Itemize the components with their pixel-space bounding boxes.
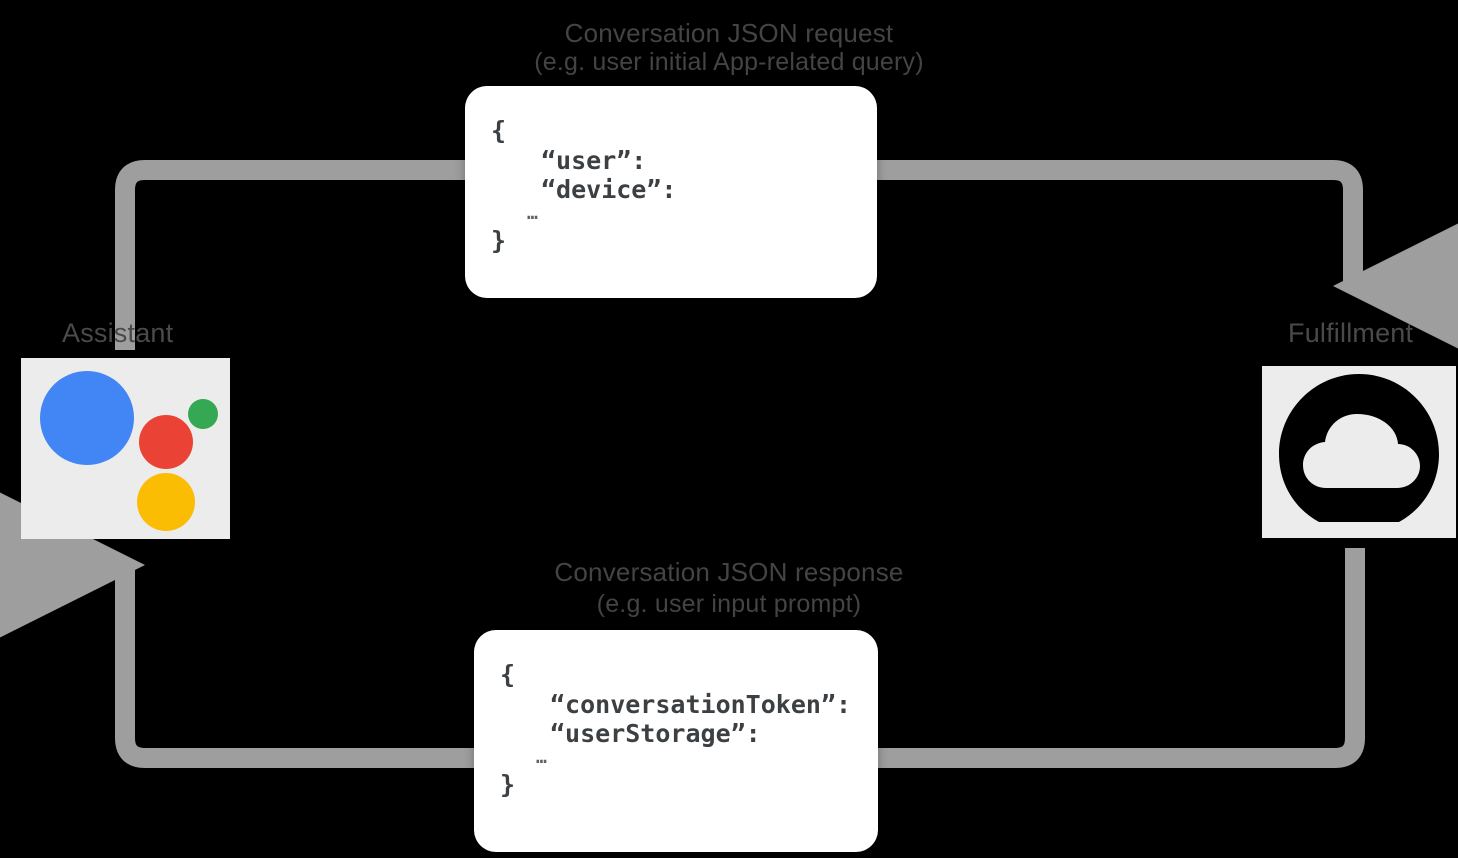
json-close-brace: } bbox=[500, 769, 516, 799]
conversation-json-response-card[interactable]: { “conversationToken”: “userStorage”: … … bbox=[474, 630, 878, 852]
json-key-conversation-token: “conversationToken”: bbox=[550, 689, 852, 719]
cloud-functions-icon bbox=[1279, 374, 1439, 522]
request-edge-subtitle: (e.g. user initial App-related query) bbox=[534, 48, 924, 76]
response-edge-subtitle: (e.g. user input prompt) bbox=[596, 590, 862, 618]
json-key-user-storage: “userStorage”: bbox=[550, 719, 761, 748]
json-key-device: “device”: bbox=[541, 175, 677, 204]
json-key-user: “user”: bbox=[541, 145, 647, 175]
json-open-brace: { bbox=[500, 660, 516, 689]
request-edge-title: Conversation JSON request bbox=[564, 18, 894, 48]
fulfillment-label: Fulfillment bbox=[1288, 318, 1414, 348]
conversation-json-request-card[interactable]: { “user”: “device”: … } bbox=[465, 86, 877, 298]
fulfillment-node[interactable] bbox=[1262, 366, 1456, 538]
assistant-label: Assistant bbox=[62, 318, 174, 348]
json-close-brace: } bbox=[491, 225, 507, 255]
response-edge-title: Conversation JSON response bbox=[554, 557, 904, 587]
json-ellipsis: … bbox=[527, 202, 539, 224]
json-ellipsis: … bbox=[536, 746, 548, 768]
assistant-node[interactable] bbox=[21, 358, 230, 539]
json-open-brace: { bbox=[491, 116, 507, 145]
google-assistant-icon bbox=[40, 371, 218, 531]
